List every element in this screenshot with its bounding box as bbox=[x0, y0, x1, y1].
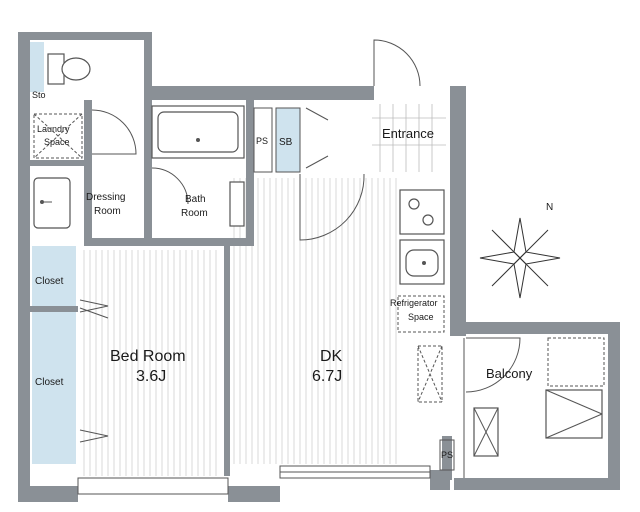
windows bbox=[77, 465, 431, 495]
wash-basin bbox=[33, 177, 71, 229]
sb-label: SB bbox=[279, 137, 293, 148]
toilet bbox=[47, 53, 91, 85]
dressing-room-label: Dressing bbox=[86, 192, 125, 203]
bath-room-label-2: Room bbox=[181, 208, 208, 219]
entrance-tiles bbox=[372, 104, 446, 172]
sto-label: Sto bbox=[32, 90, 46, 100]
closet-fill bbox=[32, 246, 76, 464]
shoe-box bbox=[275, 107, 301, 173]
balcony-units bbox=[439, 337, 605, 478]
dk-floor-stripes bbox=[233, 178, 397, 464]
dk-size: 6.7J bbox=[312, 368, 342, 385]
storage-fill bbox=[30, 42, 44, 92]
bedroom-floor-stripes bbox=[83, 250, 217, 476]
ps-upper-box bbox=[253, 107, 273, 173]
bedroom-size: 3.6J bbox=[136, 368, 166, 385]
ps-upper-label: PS bbox=[256, 136, 268, 146]
closet-lower-label: Closet bbox=[35, 377, 64, 388]
laundry-space-label: Laundry bbox=[37, 124, 70, 134]
laundry-space-box bbox=[33, 113, 83, 159]
balcony-label: Balcony bbox=[486, 366, 533, 381]
compass-north-label: N bbox=[546, 202, 553, 213]
dk-label: DK bbox=[320, 348, 343, 365]
refrigerator-space-label-2: Space bbox=[408, 312, 434, 322]
refrigerator-space-label: Refrigerator bbox=[390, 298, 438, 308]
closet-upper-label: Closet bbox=[35, 276, 64, 287]
dressing-room-label-2: Room bbox=[94, 206, 121, 217]
laundry-space-label-2: Space bbox=[44, 137, 70, 147]
ps-lower-label: PS bbox=[441, 450, 453, 460]
doors bbox=[79, 39, 521, 443]
entrance-label: Entrance bbox=[382, 126, 434, 141]
kitchen bbox=[397, 189, 445, 403]
walls bbox=[18, 32, 620, 502]
bath-room-label: Bath bbox=[185, 194, 206, 205]
compass-rose bbox=[479, 217, 561, 299]
bedroom-label: Bed Room bbox=[110, 348, 186, 365]
bath-tub bbox=[151, 105, 245, 227]
